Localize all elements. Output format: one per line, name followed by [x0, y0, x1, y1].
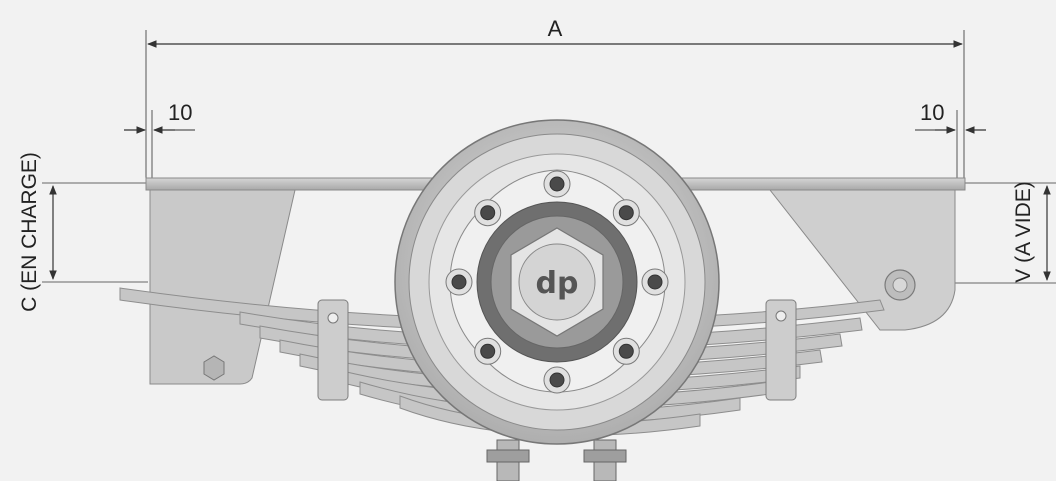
left-bracket-nut-icon	[203, 355, 225, 381]
hub-logo: dp	[536, 266, 579, 301]
dimension-right-clearance: 10	[915, 100, 986, 180]
left-hanger-bracket	[149, 189, 296, 385]
wheel-stud-center	[618, 343, 634, 359]
wheel-stud-center	[451, 274, 467, 290]
wheel-stud-center	[549, 176, 565, 192]
dimension-c-label: C (EN CHARGE)	[18, 152, 41, 312]
dimension-v: V (A VIDE)	[930, 181, 1056, 284]
wheel-studs	[445, 170, 669, 394]
right-clearance-label: 10	[920, 100, 944, 125]
dimension-c: C (EN CHARGE)	[18, 152, 148, 312]
u-bolts	[486, 439, 627, 481]
wheel-hub: dp	[394, 119, 720, 445]
left-clearance-label: 10	[168, 100, 192, 125]
spring-clip-right	[765, 299, 797, 401]
wheel-stud-center	[647, 274, 663, 290]
wheel-stud-center	[549, 372, 565, 388]
dimension-a-label: A	[548, 16, 563, 41]
wheel-stud-center	[480, 205, 496, 221]
spring-clip-left	[317, 299, 349, 401]
dimension-v-label: V (A VIDE)	[1012, 181, 1035, 283]
dimension-a: A	[145, 16, 965, 180]
wheel-stud-center	[618, 205, 634, 221]
dimension-left-clearance: 10	[124, 100, 195, 180]
wheel-stud-center	[480, 343, 496, 359]
